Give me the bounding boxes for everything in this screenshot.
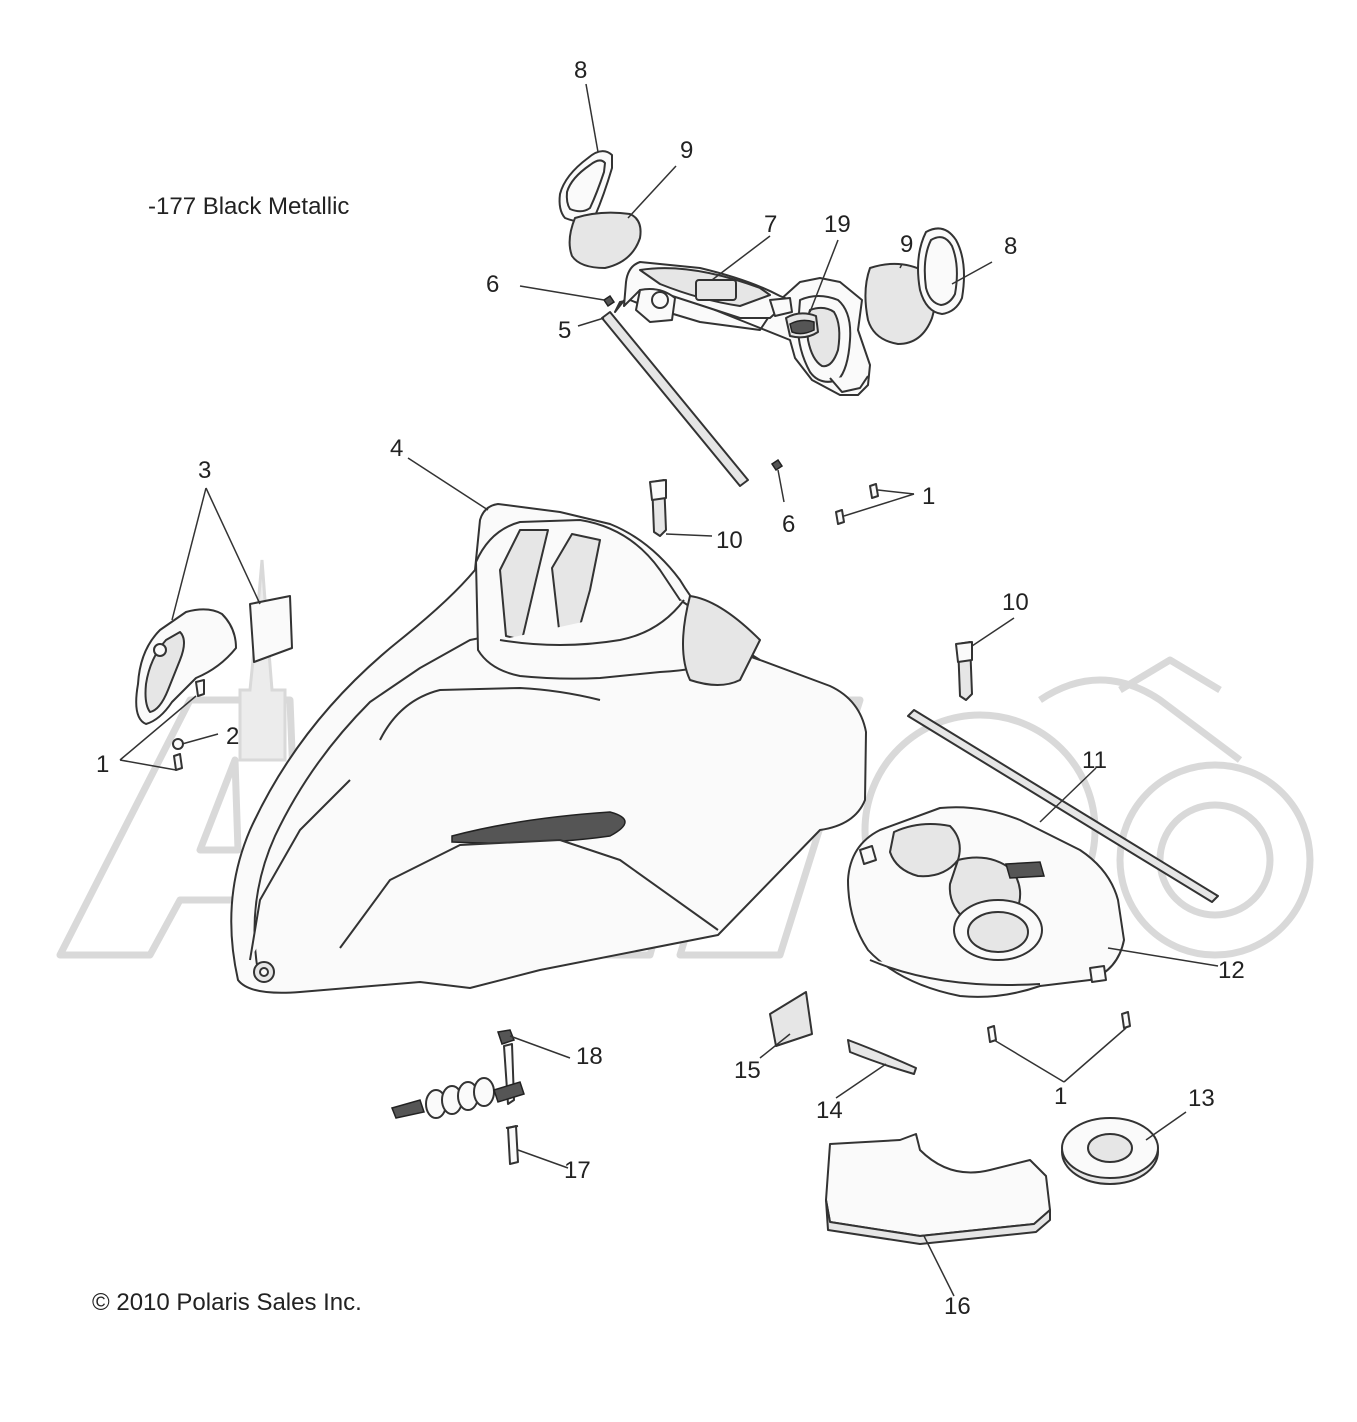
part-8-mirror-frame-left bbox=[558, 150, 613, 223]
callout-labels: 8 9 19 7 9 8 6 5 6 1 10 4 3 10 2 1 11 12… bbox=[96, 57, 1245, 1320]
part-1-bolts-lower bbox=[987, 1011, 1131, 1043]
callout-2: 2 bbox=[226, 723, 239, 750]
copyright-text: © 2010 Polaris Sales Inc. bbox=[92, 1289, 362, 1316]
part-10-clip-right bbox=[955, 641, 973, 701]
callout-16: 16 bbox=[944, 1293, 971, 1320]
callout-6-upper: 6 bbox=[486, 271, 499, 298]
callout-17: 17 bbox=[564, 1157, 591, 1184]
callout-6-lower: 6 bbox=[782, 511, 795, 538]
callout-8-left: 8 bbox=[574, 57, 587, 84]
callout-18: 18 bbox=[576, 1043, 603, 1070]
part-6-screw-lower bbox=[770, 458, 784, 472]
part-8-mirror-frame-right bbox=[917, 227, 965, 315]
callout-8-right: 8 bbox=[1004, 233, 1017, 260]
part-3-side-mirror bbox=[135, 595, 293, 725]
callout-5: 5 bbox=[558, 317, 571, 344]
part-4-hood bbox=[230, 503, 867, 994]
callout-19: 19 bbox=[824, 211, 851, 238]
part-10-clip-left bbox=[649, 479, 667, 537]
callout-13: 13 bbox=[1188, 1085, 1215, 1112]
spring-latch bbox=[390, 1043, 525, 1119]
part-16-foam-pad bbox=[825, 1133, 1051, 1245]
part-19-indicator bbox=[785, 312, 819, 339]
callout-1-upper: 1 bbox=[922, 483, 935, 510]
callout-15: 15 bbox=[734, 1057, 761, 1084]
part-14-decal bbox=[847, 1039, 917, 1075]
leader-lines bbox=[119, 83, 1219, 1297]
callout-1-lower: 1 bbox=[1054, 1083, 1067, 1110]
callout-10-right: 10 bbox=[1002, 589, 1029, 616]
part-1-bolts-upper bbox=[835, 483, 879, 525]
callout-10-left: 10 bbox=[716, 527, 743, 554]
callout-1-left: 1 bbox=[96, 751, 109, 778]
part-13-seal-ring bbox=[1061, 1117, 1159, 1185]
callout-14: 14 bbox=[816, 1097, 843, 1124]
part-18-nut bbox=[497, 1029, 515, 1045]
callout-9-left: 9 bbox=[680, 137, 693, 164]
part-11-rod bbox=[907, 709, 1219, 903]
color-note: -177 Black Metallic bbox=[148, 193, 349, 220]
part-17-bolt bbox=[505, 1125, 519, 1165]
part-9-mirror-glass-left bbox=[568, 211, 642, 269]
callout-4: 4 bbox=[390, 435, 403, 462]
part-2-washer bbox=[172, 738, 184, 750]
callout-12: 12 bbox=[1218, 957, 1245, 984]
callout-11: 11 bbox=[1082, 747, 1107, 774]
callout-7: 7 bbox=[764, 211, 777, 238]
part-1-bolt-left bbox=[173, 753, 183, 771]
part-5-trim-strip bbox=[601, 311, 749, 487]
part-12-lower-panel bbox=[847, 806, 1125, 998]
part-6-screw-upper bbox=[602, 294, 616, 308]
callout-3: 3 bbox=[198, 457, 211, 484]
part-15-decal bbox=[769, 991, 813, 1047]
callout-9-right: 9 bbox=[900, 231, 913, 258]
